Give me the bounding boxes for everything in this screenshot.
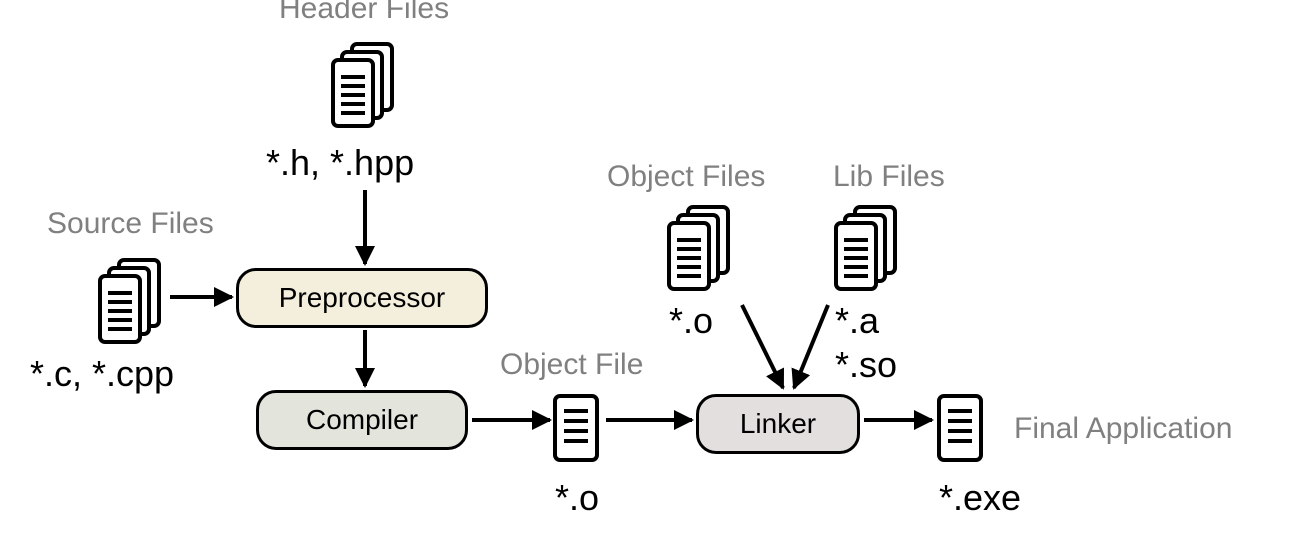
stacked-documents-icon [834, 205, 897, 291]
stacked-documents-icon [331, 42, 394, 128]
document-icon [553, 394, 599, 462]
document-icon [937, 394, 983, 462]
final-application-label: Final Application [1014, 412, 1233, 445]
arrow-lib-files-to-linker [791, 304, 830, 390]
header-extension-label: *.h, *.hpp [266, 142, 415, 183]
stacked-documents-icon [98, 258, 161, 344]
lib-files-label: Lib Files [833, 160, 945, 193]
lib-so-extension-label: *.so [835, 344, 898, 385]
object-file-extension-label: *.o [555, 477, 600, 518]
arrow-object-files-to-linker [740, 304, 785, 390]
object-files-label: Object Files [607, 160, 766, 193]
linker-box: Linker [696, 394, 860, 454]
object-files-extension-label: *.o [669, 300, 714, 341]
final-extension-label: *.exe [939, 477, 1022, 518]
lib-a-extension-label: *.a [835, 300, 880, 341]
compiler-box: Compiler [256, 390, 468, 450]
object-file-label: Object File [500, 348, 644, 381]
header-files-label: Header Files [279, 0, 450, 25]
source-files-label: Source Files [47, 207, 214, 240]
source-extension-label: *.c, *.cpp [30, 353, 175, 394]
stacked-documents-icon [667, 205, 730, 291]
preprocessor-box: Preprocessor [236, 268, 488, 328]
